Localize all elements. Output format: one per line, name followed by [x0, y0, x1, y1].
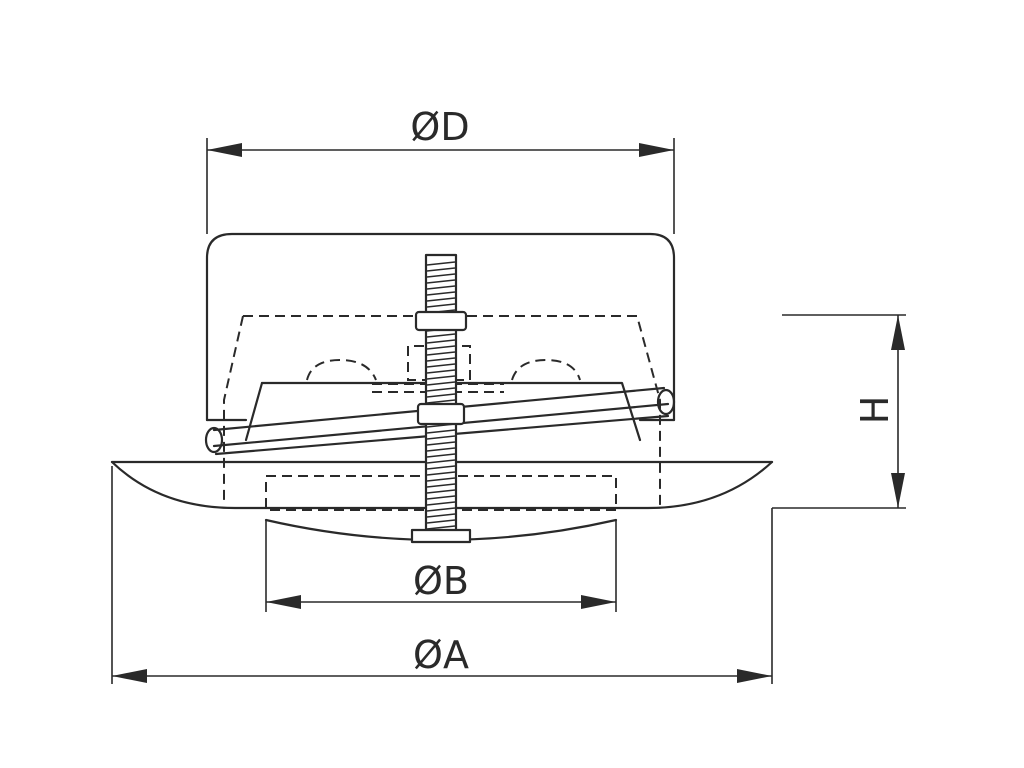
thread-ridge — [426, 429, 456, 434]
thread-ridge — [426, 279, 456, 284]
thread-ridge — [426, 351, 456, 356]
thread-ridge — [426, 519, 456, 524]
dimension-d-label: ØD — [410, 105, 469, 149]
threaded-rod — [410, 253, 472, 544]
thread-ridge — [426, 375, 456, 380]
thread-ridge — [426, 501, 456, 506]
dimension-b-label: ØB — [413, 559, 469, 603]
thread-ridge — [426, 459, 456, 464]
inner-cone-body — [244, 381, 642, 442]
dimension-b: ØB — [265, 520, 617, 612]
thread-ridge — [426, 483, 456, 488]
thread-ridge — [426, 441, 456, 446]
dimension-d: ØD — [206, 105, 675, 234]
upper-housing — [205, 232, 676, 422]
thread-ridge — [426, 495, 456, 500]
thread-ridge — [426, 447, 456, 452]
thread-ridge — [426, 357, 456, 362]
thread-ridge — [426, 435, 456, 440]
thread-ridge — [426, 369, 456, 374]
thread-ridge — [426, 453, 456, 458]
thread-ridge — [426, 333, 456, 338]
dimension-h-label: H — [853, 396, 897, 425]
thread-ridge — [426, 261, 456, 266]
thread-ridge — [426, 471, 456, 476]
thread-ridge — [426, 267, 456, 272]
thread-ridge — [426, 303, 456, 308]
dimension-a: ØA — [111, 466, 773, 684]
thread-ridge — [426, 363, 456, 368]
thread-ridge — [426, 387, 456, 392]
thread-ridge — [426, 399, 456, 404]
dimension-h: H — [772, 314, 906, 509]
thread-ridge — [426, 477, 456, 482]
thread-ridge — [426, 525, 456, 530]
thread-ridge — [426, 273, 456, 278]
dimension-a-label: ØA — [413, 633, 469, 677]
thread-ridge — [426, 465, 456, 470]
thread-ridge — [426, 507, 456, 512]
thread-ridge — [426, 489, 456, 494]
thread-ridge — [426, 339, 456, 344]
thread-ridge — [426, 285, 456, 290]
thread-ridge — [426, 381, 456, 386]
thread-ridge — [426, 345, 456, 350]
thread-ridge — [426, 297, 456, 302]
thread-ridge — [426, 291, 456, 296]
thread-ridge — [426, 513, 456, 518]
thread-ridge — [426, 393, 456, 398]
